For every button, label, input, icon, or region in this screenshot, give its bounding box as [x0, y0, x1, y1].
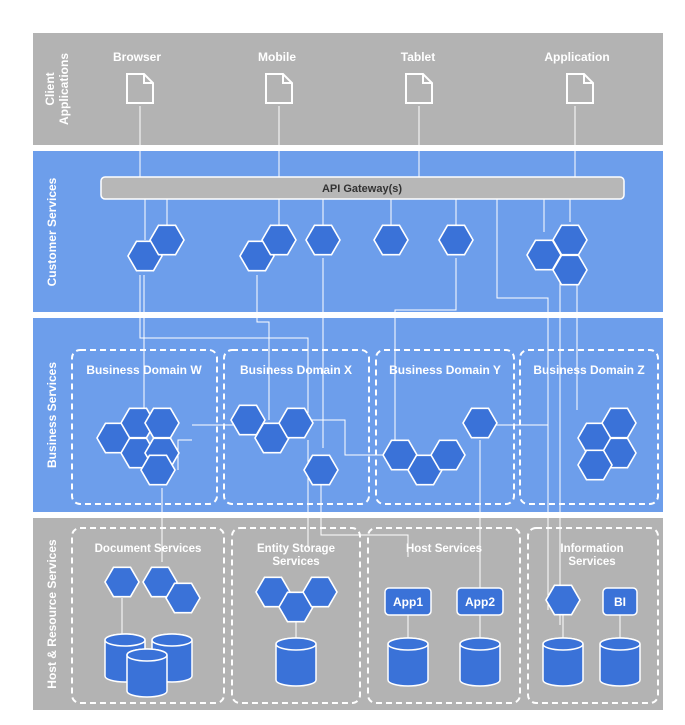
- host-band-label: Host & Resource Services: [45, 539, 59, 689]
- business-band-label: Business Services: [45, 362, 59, 468]
- hexagon-service-node[interactable]: [278, 407, 314, 439]
- domain-label-y: Business Domain Y: [389, 363, 501, 377]
- database-cylinder-icon: [599, 637, 641, 687]
- resource-label-host: Host Services: [406, 543, 482, 555]
- client-label-application: Application: [544, 50, 609, 64]
- client-label-mobile: Mobile: [258, 50, 296, 64]
- hexagon-service-node[interactable]: [438, 224, 474, 256]
- bi-label: BI: [614, 595, 626, 609]
- hexagon-service-node[interactable]: [303, 454, 339, 486]
- hexagon-service-node[interactable]: [104, 566, 140, 598]
- client-band: [33, 33, 663, 145]
- hexagon-service-node[interactable]: [545, 584, 581, 616]
- database-cylinder-icon: [542, 637, 584, 687]
- resource-box-entity: [231, 527, 361, 704]
- hexagon-service-node[interactable]: [552, 224, 588, 256]
- api-gateway[interactable]: [100, 176, 625, 200]
- client-mobile[interactable]: Mobile: [258, 50, 296, 104]
- database-cylinders: [104, 633, 641, 698]
- domain-box-w: [71, 349, 218, 505]
- service-hexagons: [96, 224, 637, 623]
- hexagon-service-node[interactable]: [140, 454, 176, 486]
- bi-node[interactable]: BI: [602, 587, 638, 616]
- hexagon-service-node[interactable]: [144, 407, 180, 439]
- resource-label-document: Document Services: [95, 543, 202, 555]
- hexagon-service-node[interactable]: [601, 407, 637, 439]
- hexagon-service-node[interactable]: [165, 582, 201, 614]
- domain-box-y: [375, 349, 515, 505]
- api-gateway-label: API Gateway(s): [322, 183, 402, 195]
- client-band-label: ClientApplications: [43, 53, 71, 125]
- connector-lines: [121, 106, 621, 644]
- hexagon-service-node[interactable]: [305, 224, 341, 256]
- domain-box-z: [519, 349, 659, 505]
- database-cylinder-icon: [275, 637, 317, 687]
- document-icon: [405, 73, 433, 104]
- hexagon-service-node[interactable]: [462, 407, 498, 439]
- hexagon-service-node[interactable]: [577, 449, 613, 481]
- app2-node[interactable]: App2: [456, 587, 504, 616]
- domain-label-z: Business Domain Z: [533, 363, 644, 377]
- hexagon-service-node[interactable]: [149, 224, 185, 256]
- document-icon: [566, 73, 594, 104]
- hexagon-service-node[interactable]: [430, 439, 466, 471]
- client-browser[interactable]: Browser: [113, 50, 161, 104]
- app2-label: App2: [465, 595, 495, 609]
- hexagon-service-node[interactable]: [552, 254, 588, 286]
- database-cylinder-icon: [459, 637, 501, 687]
- database-cylinder-icon: [387, 637, 429, 687]
- document-icon: [126, 73, 154, 104]
- client-label-browser: Browser: [113, 50, 161, 64]
- domain-label-x: Business Domain X: [240, 363, 352, 377]
- app1-label: App1: [393, 595, 423, 609]
- document-icon: [265, 73, 293, 104]
- domain-box-x: [223, 349, 370, 505]
- client-label-tablet: Tablet: [401, 50, 435, 64]
- hexagon-service-node[interactable]: [261, 224, 297, 256]
- client-tablet[interactable]: Tablet: [401, 50, 435, 104]
- app1-node[interactable]: App1: [384, 587, 432, 616]
- resource-box-information: [527, 527, 659, 704]
- hexagon-service-node[interactable]: [373, 224, 409, 256]
- customer-band-label: Customer Services: [45, 177, 59, 286]
- database-cylinder-icon: [126, 648, 168, 698]
- client-application[interactable]: Application: [544, 50, 610, 104]
- domain-label-w: Business Domain W: [86, 363, 202, 377]
- hexagon-service-node[interactable]: [302, 576, 338, 608]
